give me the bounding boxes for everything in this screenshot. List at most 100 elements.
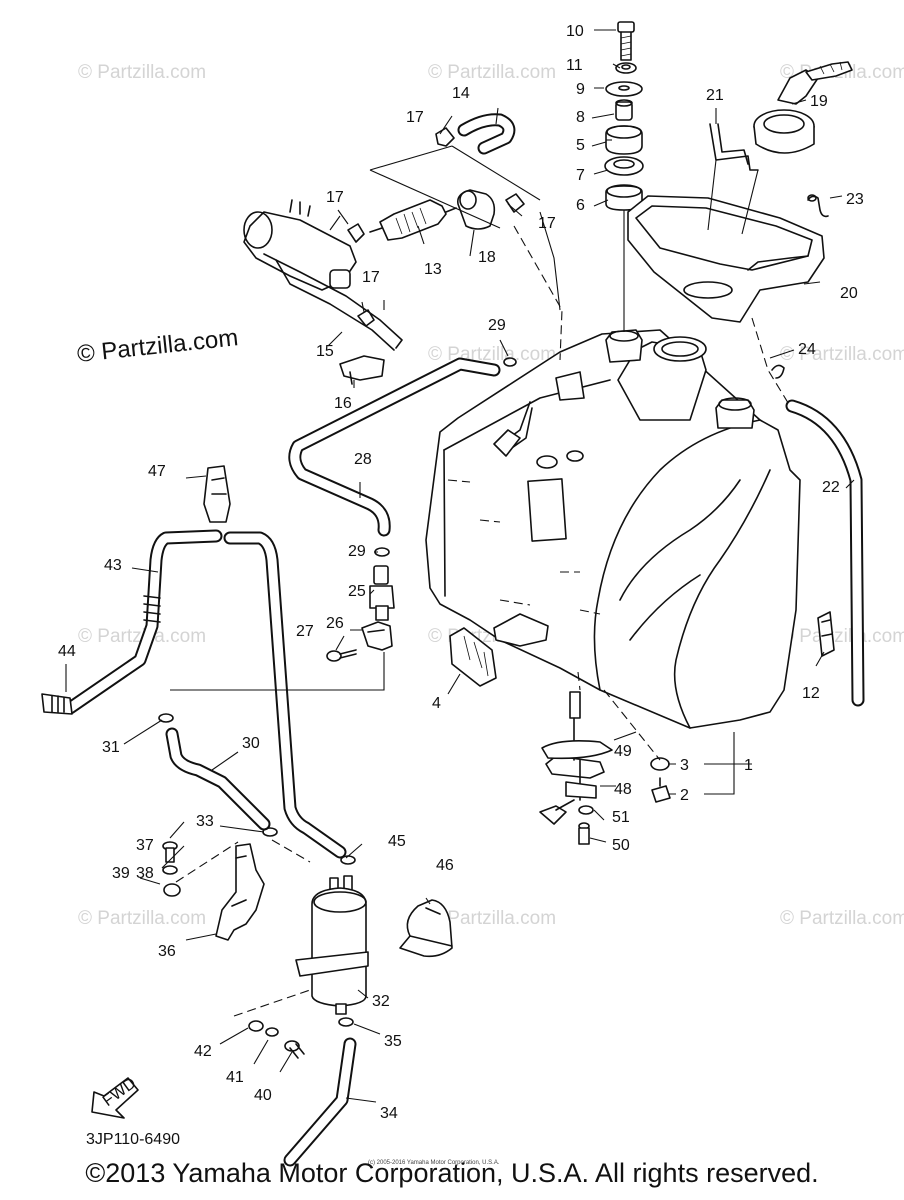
part-label: 8 bbox=[576, 109, 585, 126]
tank-tray[interactable] bbox=[627, 195, 825, 323]
bracket-36[interactable] bbox=[215, 843, 265, 941]
fitting-44[interactable] bbox=[41, 693, 73, 715]
hose-43[interactable] bbox=[63, 529, 223, 715]
part-label: 10 bbox=[566, 23, 584, 40]
part-label: 46 bbox=[436, 857, 454, 874]
bolt-37[interactable] bbox=[162, 841, 178, 863]
part-label: 15 bbox=[316, 343, 334, 360]
clamp-26[interactable] bbox=[361, 621, 393, 651]
watermark: © Partzilla.com bbox=[78, 908, 206, 929]
hose-34[interactable] bbox=[283, 1037, 357, 1167]
part-label: 3 bbox=[680, 757, 689, 774]
watermark: © Partzilla.com bbox=[780, 626, 904, 647]
holder-47[interactable] bbox=[203, 465, 231, 523]
part-label: 1 bbox=[744, 757, 753, 774]
bracket-21[interactable] bbox=[707, 123, 759, 235]
part-label: 44 bbox=[58, 643, 76, 660]
pad-4[interactable] bbox=[449, 627, 497, 687]
bolt-2[interactable] bbox=[651, 777, 671, 803]
clip-17[interactable] bbox=[347, 223, 365, 243]
clip-24[interactable] bbox=[771, 364, 785, 379]
part-label: 30 bbox=[242, 735, 260, 752]
part-label: 18 bbox=[478, 249, 496, 266]
watermark: © Partzilla.com bbox=[428, 62, 556, 83]
hose-22[interactable] bbox=[785, 399, 865, 707]
tiny-credit: (c) 2005-2016 Yamaha Motor Corporation, … bbox=[368, 1160, 500, 1166]
part-label: 49 bbox=[614, 743, 632, 760]
part-label: 39 bbox=[112, 865, 130, 882]
valve-25[interactable] bbox=[369, 565, 395, 621]
clip-45[interactable] bbox=[340, 855, 356, 865]
part-label: 29 bbox=[488, 317, 506, 334]
clip-33[interactable] bbox=[262, 827, 278, 837]
fuel-filter-13[interactable] bbox=[369, 199, 457, 241]
part-label: 24 bbox=[798, 341, 816, 358]
fuel-pump-32[interactable] bbox=[295, 875, 369, 1015]
cover-46[interactable] bbox=[399, 899, 453, 958]
part-label: 9 bbox=[576, 81, 585, 98]
fwd-arrow-icon: FWD bbox=[91, 1075, 139, 1119]
grommet-39[interactable] bbox=[163, 883, 181, 897]
washer-41[interactable] bbox=[265, 1027, 279, 1037]
watermark: © Partzilla.com bbox=[428, 344, 556, 365]
clip-17[interactable] bbox=[357, 309, 375, 327]
washer-42[interactable] bbox=[248, 1020, 264, 1032]
part-label: 17 bbox=[538, 215, 556, 232]
part-label: 25 bbox=[348, 583, 366, 600]
part-label: 16 bbox=[334, 395, 352, 412]
part-label: 4 bbox=[432, 695, 441, 712]
fuel-cap[interactable] bbox=[753, 61, 853, 154]
hose-28[interactable] bbox=[288, 357, 501, 537]
part-label: 21 bbox=[706, 87, 724, 104]
part-label: 34 bbox=[380, 1105, 398, 1122]
hose-long-45[interactable] bbox=[223, 531, 347, 859]
part-label: 41 bbox=[226, 1069, 244, 1086]
leader-lines bbox=[65, 29, 855, 1103]
part-label: 12 bbox=[802, 685, 820, 702]
gasket-49[interactable] bbox=[541, 740, 613, 760]
clip-35[interactable] bbox=[338, 1017, 354, 1027]
part-label: 29 bbox=[348, 543, 366, 560]
fuel-cock-48[interactable] bbox=[539, 691, 605, 825]
tank-mount-stack[interactable] bbox=[604, 21, 644, 332]
part-label: 38 bbox=[136, 865, 154, 882]
clip-29[interactable] bbox=[503, 357, 517, 367]
washer-51[interactable] bbox=[578, 805, 594, 815]
part-label: 14 bbox=[452, 85, 470, 102]
bolt-40[interactable] bbox=[284, 1040, 305, 1059]
part-label: 50 bbox=[612, 837, 630, 854]
watermark-main: © Partzilla.com bbox=[76, 324, 240, 368]
part-label: 42 bbox=[194, 1043, 212, 1060]
hose-30[interactable] bbox=[165, 727, 271, 831]
screw-27[interactable] bbox=[326, 649, 357, 662]
leader-dashed bbox=[751, 317, 791, 407]
part-label: 51 bbox=[612, 809, 630, 826]
collar-38[interactable] bbox=[162, 865, 178, 875]
clip-31[interactable] bbox=[158, 713, 174, 723]
watermark: © Partzilla.com bbox=[78, 62, 206, 83]
part-label: 11 bbox=[566, 57, 583, 74]
clip-17[interactable] bbox=[505, 193, 525, 213]
part-label: 17 bbox=[362, 269, 380, 286]
part-label: 19 bbox=[810, 93, 828, 110]
part-label: 48 bbox=[614, 781, 632, 798]
bolt-50[interactable] bbox=[578, 822, 590, 845]
part-label: 7 bbox=[576, 167, 585, 184]
part-label: 36 bbox=[158, 943, 176, 960]
hose-joint-18[interactable] bbox=[456, 189, 496, 230]
fuel-tank[interactable] bbox=[425, 329, 801, 729]
part-label: 22 bbox=[822, 479, 840, 496]
part-label: 6 bbox=[576, 197, 585, 214]
part-label: 2 bbox=[680, 787, 689, 804]
hose-14[interactable] bbox=[457, 113, 516, 155]
clamp-12[interactable] bbox=[817, 611, 835, 657]
watermark: © Partzilla.com bbox=[428, 908, 556, 929]
clip-23[interactable] bbox=[807, 194, 829, 218]
bracket-16[interactable] bbox=[339, 355, 385, 385]
part-label: 40 bbox=[254, 1087, 272, 1104]
clip-17[interactable] bbox=[435, 127, 455, 147]
part-label: 47 bbox=[148, 463, 166, 480]
part-label: 28 bbox=[354, 451, 372, 468]
watermark: © Partzilla.com bbox=[780, 908, 904, 929]
